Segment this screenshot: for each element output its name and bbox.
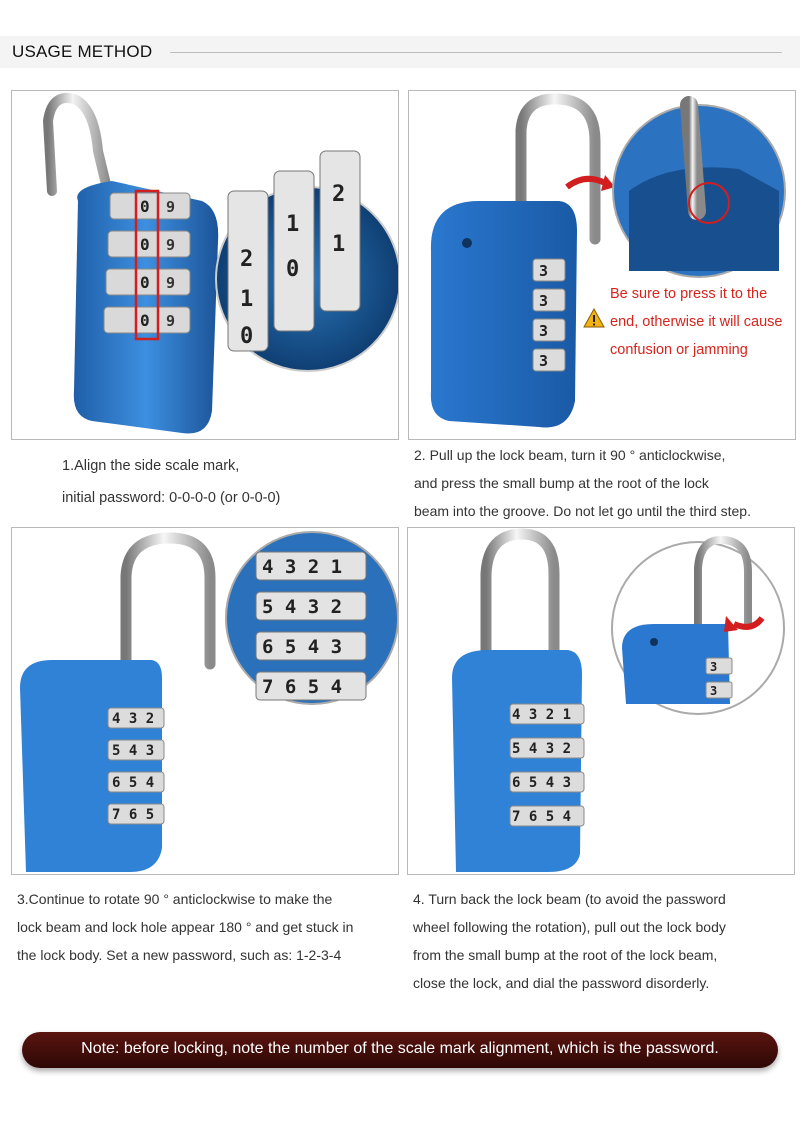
step-3-caption: 3.Continue to rotate 90 ° anticlockwise … xyxy=(17,885,407,969)
section-header: USAGE METHOD xyxy=(0,36,800,68)
zoom-digit: 0 xyxy=(286,257,299,282)
step-2-image: 3 3 3 3 xyxy=(408,90,796,440)
caption-line: close the lock, and dial the password di… xyxy=(413,975,710,991)
dial-digit: 0 xyxy=(140,235,150,254)
rotate-arrow-icon xyxy=(732,616,765,630)
dial-row: 7 6 5 xyxy=(112,807,154,823)
dial-digit: 0 xyxy=(140,273,150,292)
zoom-row: 7 6 5 4 xyxy=(262,676,342,698)
dial-row: 5 4 3 xyxy=(112,743,154,759)
warning-line: Be sure to press it to the xyxy=(610,286,768,302)
step-2-lock-illustration: 3 3 3 3 xyxy=(430,93,786,428)
warning-text: Be sure to press it to the end, otherwis… xyxy=(586,280,782,364)
dial-row: 4 3 2 xyxy=(112,711,154,727)
zoom-row: 5 4 3 2 xyxy=(262,596,342,618)
dial-digit: 9 xyxy=(166,274,175,292)
step-3-lock-illustration: 4 3 2 5 4 3 6 5 4 7 6 5 4 3 2 1 5 4 3 2 … xyxy=(20,531,398,872)
zoom-row: 6 5 4 3 xyxy=(262,636,342,658)
step-1-lock-illustration: 0 0 0 0 9 9 9 9 2 1 0 1 0 2 1 xyxy=(42,93,398,434)
step-4-lock-illustration: 4 3 2 1 5 4 3 2 6 5 4 3 7 6 5 4 3 3 xyxy=(452,528,785,872)
dial-digit: 3 xyxy=(539,322,548,340)
zoom-digit: 1 xyxy=(240,287,253,312)
caption-line: from the small bump at the root of the l… xyxy=(413,947,718,963)
note-banner: Note: before locking, note the number of… xyxy=(22,1032,778,1068)
dial-digit: 9 xyxy=(166,236,175,254)
caption-line: and press the small bump at the root of … xyxy=(414,475,709,491)
zoom-digit: 2 xyxy=(332,182,345,207)
caption-line: 1.Align the side scale mark, xyxy=(62,458,240,474)
zoom-digit: 1 xyxy=(332,232,345,257)
zoom-digit: 1 xyxy=(286,212,299,237)
dial-digit: 3 xyxy=(539,352,548,370)
dial-digit: 0 xyxy=(140,311,150,330)
dial-digit: 3 xyxy=(539,262,548,280)
dial-digit: 9 xyxy=(166,312,175,330)
zoom-digit: 0 xyxy=(240,324,253,349)
step-3-image: 4 3 2 5 4 3 6 5 4 7 6 5 4 3 2 1 5 4 3 2 … xyxy=(11,527,399,875)
zoom-row: 4 3 2 1 xyxy=(262,556,342,578)
dial-digit: 3 xyxy=(539,292,548,310)
step-2-caption: 2. Pull up the lock beam, turn it 90 ° a… xyxy=(414,441,800,525)
step-4-image: 4 3 2 1 5 4 3 2 6 5 4 3 7 6 5 4 3 3 xyxy=(407,527,795,875)
header-divider xyxy=(170,52,782,53)
warning-line: confusion or jamming xyxy=(610,342,748,358)
bump-highlight xyxy=(688,182,730,224)
step-4-caption: 4. Turn back the lock beam (to avoid the… xyxy=(413,885,793,997)
caption-line: 2. Pull up the lock beam, turn it 90 ° a… xyxy=(414,447,726,463)
zoom-digit: 3 xyxy=(710,660,717,674)
caption-line: wheel following the rotation), pull out … xyxy=(413,919,726,935)
dial-row: 6 5 4 3 xyxy=(512,775,571,791)
step-1-caption: 1.Align the side scale mark, initial pas… xyxy=(62,452,392,512)
step-1-image: 0 0 0 0 9 9 9 9 2 1 0 1 0 2 1 xyxy=(11,90,399,440)
warning-line: end, otherwise it will cause xyxy=(610,314,783,330)
caption-line: lock beam and lock hole appear 180 ° and… xyxy=(17,919,354,935)
dial-row: 7 6 5 4 xyxy=(512,809,571,825)
dial-row: 4 3 2 1 xyxy=(512,707,571,723)
caption-line: beam into the groove. Do not let go unti… xyxy=(414,503,751,519)
note-text: Note: before locking, note the number of… xyxy=(81,1040,719,1057)
rotate-arrow-icon xyxy=(565,175,607,190)
warning-icon xyxy=(583,308,605,328)
dial-digit: 0 xyxy=(140,197,150,216)
caption-line: 3.Continue to rotate 90 ° anticlockwise … xyxy=(17,891,333,907)
dial-row: 6 5 4 xyxy=(112,775,154,791)
caption-line: the lock body. Set a new password, such … xyxy=(17,947,342,963)
dial-digit: 9 xyxy=(166,198,175,216)
section-title: USAGE METHOD xyxy=(12,42,153,61)
zoom-digit: 3 xyxy=(710,684,717,698)
dial-row: 5 4 3 2 xyxy=(512,741,571,757)
caption-line: 4. Turn back the lock beam (to avoid the… xyxy=(413,891,726,907)
scale-mark-highlight xyxy=(134,189,160,341)
zoom-digit: 2 xyxy=(240,247,253,272)
caption-line: initial password: 0-0-0-0 (or 0-0-0) xyxy=(62,490,281,506)
